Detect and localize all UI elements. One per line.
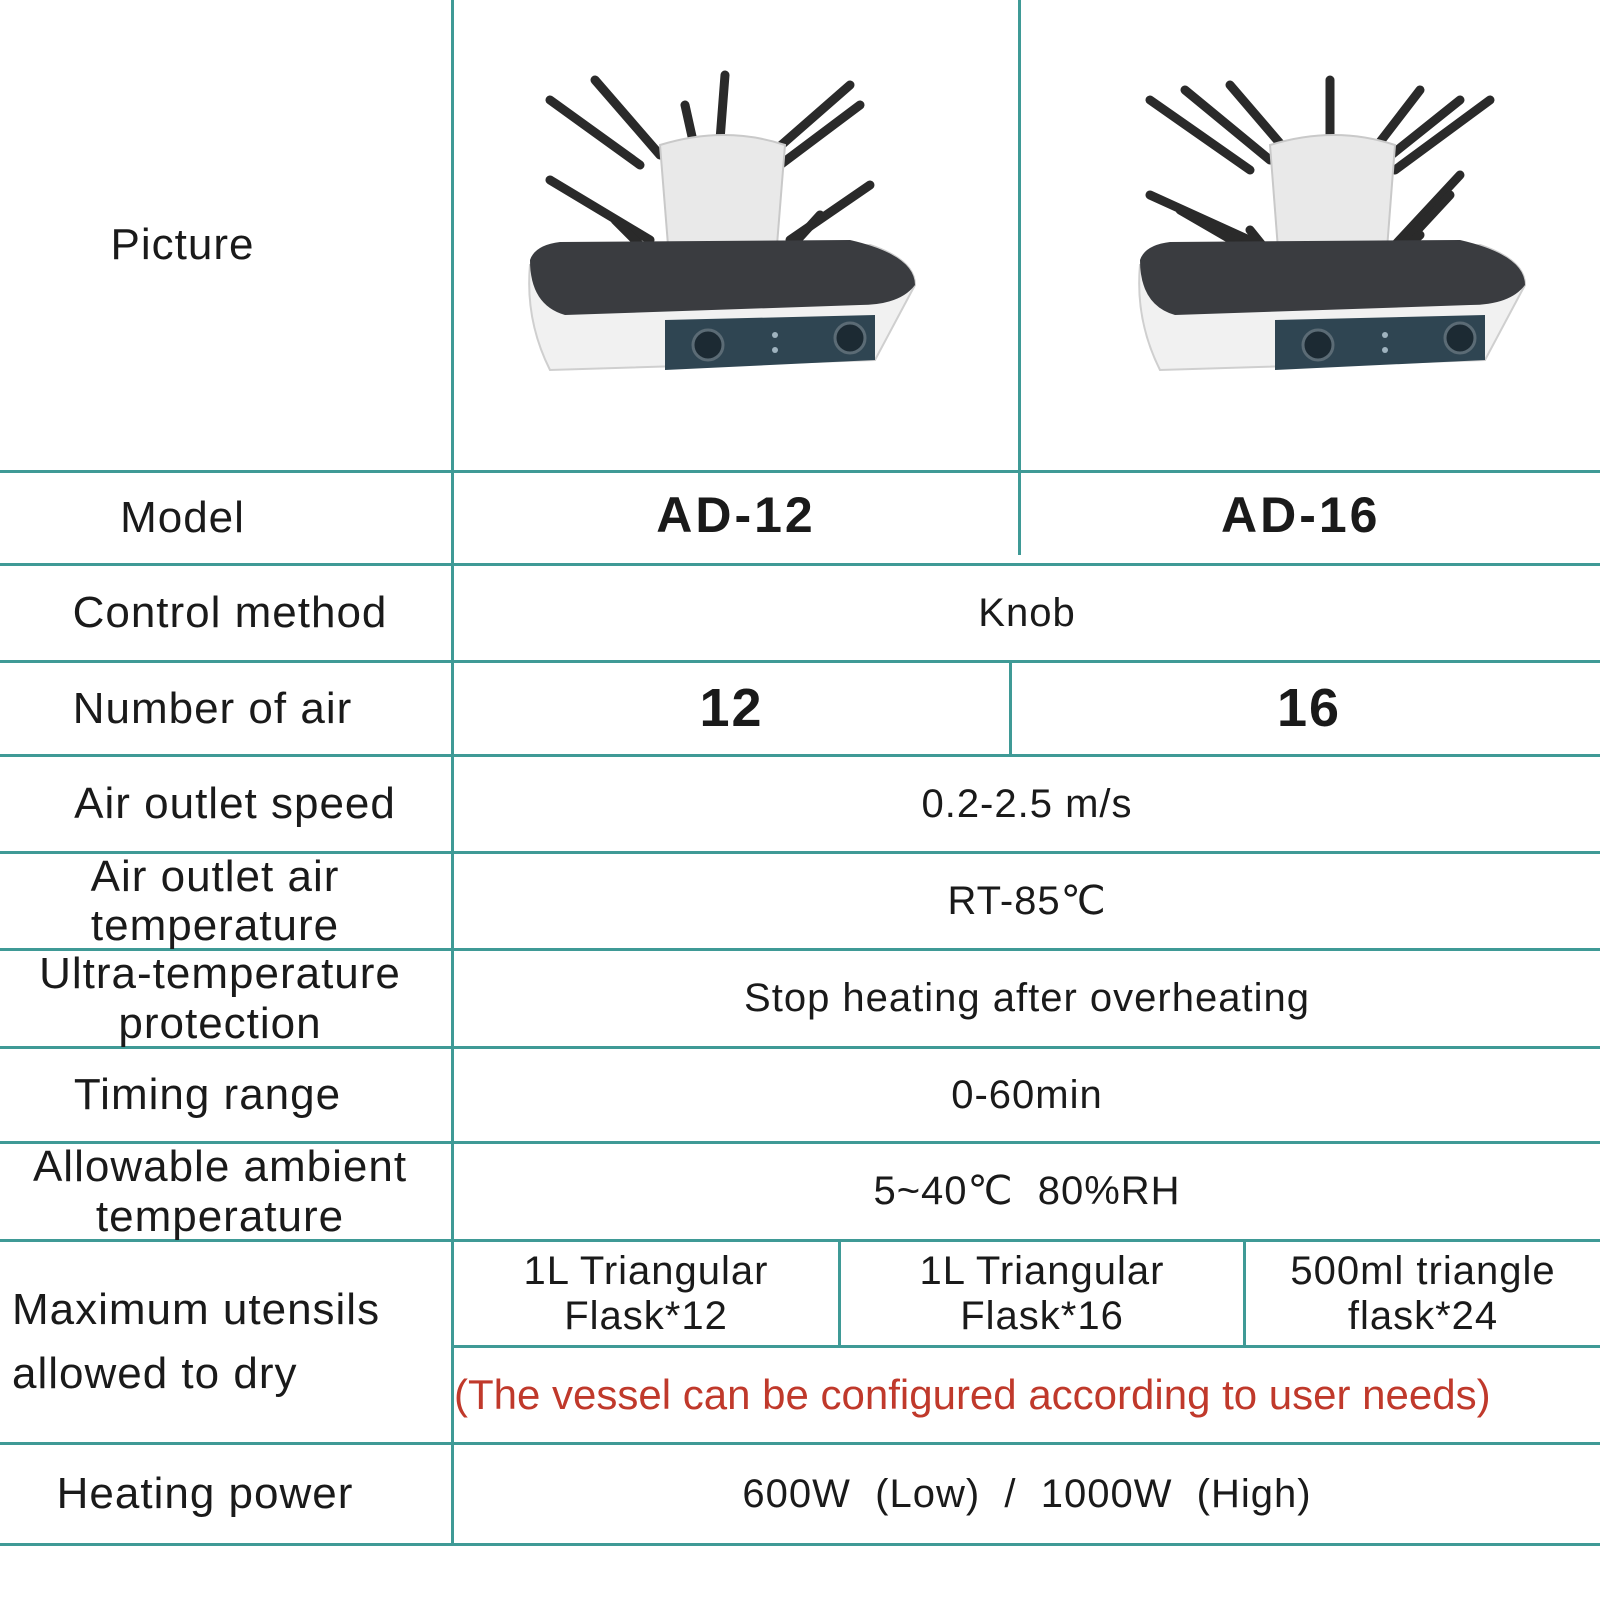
value-utensil-1: 1L Triangular Flask*12 <box>454 1242 838 1345</box>
grid-hline-8 <box>0 1141 1600 1144</box>
label-model: Model <box>120 493 245 543</box>
label-ambient: Allowable ambient temperature <box>0 1142 440 1241</box>
grid-vline-air <box>1009 660 1012 754</box>
label-air-outlet-temp-line2: temperature <box>90 901 340 950</box>
label-max-utensils: Maximum utensils allowed to dry <box>12 1242 442 1442</box>
model-ad12: AD-12 <box>656 487 816 543</box>
label-ultra-temp: Ultra-temperature protection <box>0 949 440 1048</box>
label-max-utensils-line1: Maximum utensils <box>12 1285 381 1335</box>
product-image-ad16 <box>1130 70 1550 410</box>
value-air-count-ad16: 16 <box>1277 678 1342 739</box>
grid-hline-5 <box>0 851 1600 854</box>
grid-hline-10 <box>451 1345 1600 1348</box>
value-utensil-1-line1: 1L Triangular <box>523 1248 769 1293</box>
product-image-ad12 <box>520 70 940 410</box>
label-ambient-line1: Allowable ambient <box>32 1142 408 1192</box>
value-air-outlet-speed: 0.2-2.5 m/s <box>921 781 1133 826</box>
value-air-outlet-temp: RT-85℃ <box>947 878 1107 923</box>
label-air-outlet-speed: Air outlet speed <box>74 779 396 829</box>
value-timing-range: 0-60min <box>951 1072 1103 1117</box>
value-utensil-2: 1L Triangular Flask*16 <box>841 1242 1243 1345</box>
value-utensil-1-line2: Flask*12 <box>564 1293 728 1338</box>
grid-hline-12 <box>0 1543 1600 1546</box>
grid-hline-4 <box>0 754 1600 757</box>
value-ambient: 5~40℃ 80%RH <box>873 1169 1181 1214</box>
label-max-utensils-line2: allowed to dry <box>12 1349 298 1398</box>
grid-vline-models <box>1018 0 1021 555</box>
value-utensil-2-line1: 1L Triangular <box>919 1248 1165 1293</box>
label-ultra-temp-line2: protection <box>118 998 322 1048</box>
label-timing-range: Timing range <box>73 1070 342 1120</box>
vessel-note: (The vessel can be configured according … <box>454 1371 1491 1419</box>
value-utensil-3-line2: flask*24 <box>1347 1293 1499 1338</box>
label-ultra-temp-line1: Ultra-temperature <box>39 949 401 999</box>
grid-vline-utensil-1 <box>838 1240 841 1345</box>
value-heating-power: 600W (Low) / 1000W (High) <box>742 1471 1312 1516</box>
value-control-method: Knob <box>978 590 1076 635</box>
label-control-method: Control method <box>72 588 388 638</box>
grid-hline-2 <box>0 563 1600 566</box>
value-utensil-3: 500ml triangle flask*24 <box>1246 1242 1600 1345</box>
value-ultra-temp: Stop heating after overheating <box>744 976 1310 1021</box>
grid-vline-utensil-2 <box>1243 1240 1246 1345</box>
label-ambient-line2: temperature <box>95 1191 345 1241</box>
value-utensil-3-line1: 500ml triangle <box>1290 1248 1556 1293</box>
drying-rack-ad12-illustration <box>528 70 917 372</box>
label-picture: Picture <box>110 220 255 270</box>
grid-hline-9 <box>0 1239 1600 1242</box>
value-air-count-ad12: 12 <box>699 678 764 739</box>
label-number-of-air: Number of air <box>72 683 353 733</box>
label-heating-power: Heating power <box>56 1469 354 1519</box>
grid-hline-6 <box>0 948 1600 951</box>
label-air-outlet-temp-line1: Air outlet air <box>90 851 340 901</box>
grid-hline-11 <box>0 1442 1600 1445</box>
grid-hline-7 <box>0 1046 1600 1049</box>
grid-vline-label <box>451 0 454 1545</box>
model-ad16: AD-16 <box>1221 487 1381 543</box>
grid-hline-1 <box>0 470 1600 473</box>
grid-hline-3 <box>0 660 1600 663</box>
label-air-outlet-temp: Air outlet air temperature <box>0 851 430 950</box>
value-utensil-2-line2: Flask*16 <box>960 1293 1124 1338</box>
drying-rack-ad16-illustration <box>1138 75 1527 372</box>
